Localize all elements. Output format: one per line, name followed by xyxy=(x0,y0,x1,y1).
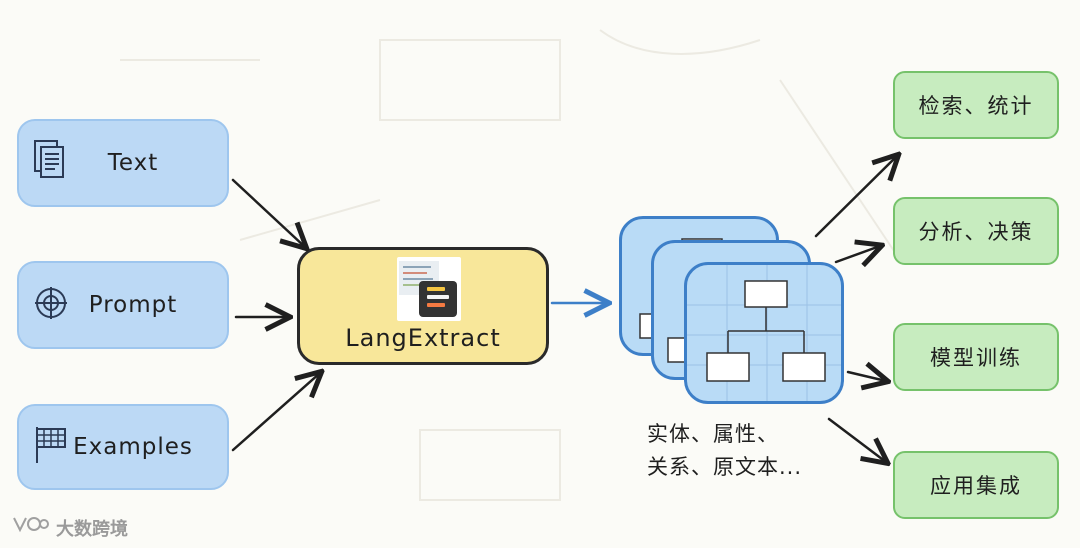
watermark-text: 大数跨境 xyxy=(56,518,128,540)
langextract-box: LangExtract xyxy=(297,247,549,365)
arrow-to-output-3 xyxy=(846,372,886,381)
output-app-integration: 应用集成 xyxy=(893,451,1059,519)
input-examples-box: Examples xyxy=(17,404,229,490)
watermark: 大数跨境 xyxy=(10,512,128,543)
arrow-to-output-1 xyxy=(814,156,897,238)
arrow-examples-to-langextract xyxy=(231,373,320,452)
entities-caption-line-1: 实体、属性、 xyxy=(647,422,779,446)
input-examples-label: Examples xyxy=(73,434,193,460)
table-flag-icon xyxy=(33,425,69,469)
arrow-to-output-2 xyxy=(834,246,880,262)
langextract-label: LangExtract xyxy=(345,324,501,352)
input-prompt-box: Prompt xyxy=(17,261,229,349)
hierarchy-graph-icon xyxy=(687,265,841,401)
watermark-logo-icon xyxy=(10,512,50,543)
output-search-stats: 检索、统计 xyxy=(893,71,1059,139)
entities-caption-line-2: 关系、原文本... xyxy=(647,455,803,479)
output-model-training: 模型训练 xyxy=(893,323,1059,391)
output-analysis-decision: 分析、决策 xyxy=(893,197,1059,265)
input-text-box: Text xyxy=(17,119,229,207)
target-icon xyxy=(33,285,69,325)
input-text-label: Text xyxy=(107,150,159,176)
input-prompt-label: Prompt xyxy=(88,292,178,318)
structured-output-card-front xyxy=(684,262,844,404)
document-icon xyxy=(33,139,69,187)
arrow-text-to-langextract xyxy=(231,178,305,247)
langextract-logo xyxy=(397,257,461,321)
